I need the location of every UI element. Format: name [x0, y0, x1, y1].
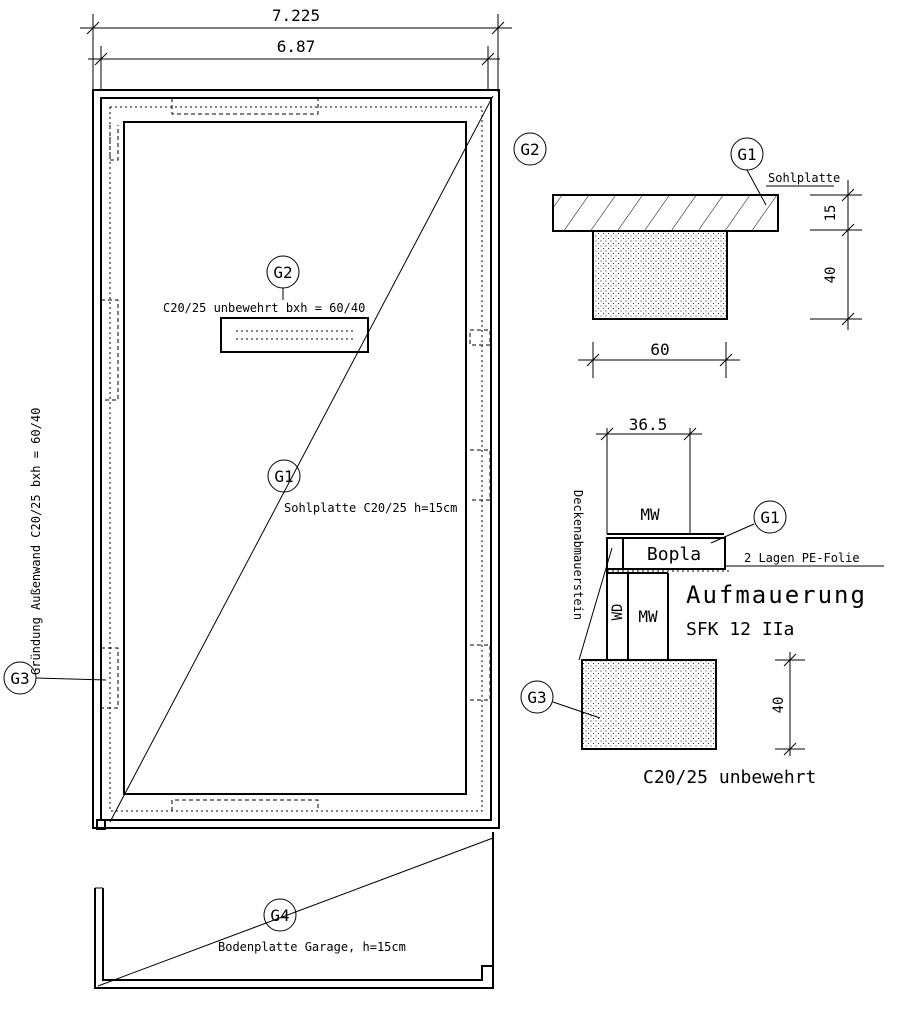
wall-thickness-dimension: 36.5 — [629, 415, 668, 434]
marker-g4: G4 — [263, 898, 297, 932]
slab-label: Sohlplatte C20/25 h=15cm — [284, 501, 457, 515]
section-g2-foundation — [592, 230, 728, 320]
foundation-height-dimension: 40 — [823, 267, 839, 284]
marker-g1-section-g3: G1 — [760, 508, 779, 527]
floor-plan — [92, 89, 500, 830]
inner-width-dimension: 6.87 — [277, 37, 316, 56]
marker-g1-section-g2: G1 — [737, 145, 756, 164]
section-g3-footing — [581, 659, 717, 750]
svg-text:G3: G3 — [10, 669, 29, 688]
bopla-label: Bopla — [647, 544, 701, 565]
svg-text:G2: G2 — [273, 263, 292, 282]
marker-g3-plan: G3 — [3, 661, 107, 695]
outer-wall-foundation-label: Gründung Außenwand C20/25 bxh = 60/40 — [29, 408, 43, 675]
plan-inner-slab-edge — [123, 121, 467, 795]
slab-thickness-dimension: 15 — [823, 205, 839, 222]
insulation-label: WD — [610, 604, 626, 621]
svg-text:G1: G1 — [274, 467, 293, 486]
pe-foil-label: 2 Lagen PE-Folie — [744, 551, 860, 565]
masonry-title: Aufmauerung — [686, 581, 867, 609]
strip-foundation-label: C20/25 unbewehrt bxh = 60/40 — [163, 301, 365, 315]
marker-g2-plan: G2 — [266, 255, 300, 300]
marker-g1-plan: G1 — [267, 459, 301, 493]
plan-outer-wall — [92, 89, 500, 829]
marker-g2-section: G2 — [513, 132, 547, 166]
top-dimension-chains: 7.225 6.87 — [80, 6, 512, 92]
masonry-spec: SFK 12 IIa — [686, 619, 794, 640]
svg-text:G4: G4 — [270, 906, 289, 925]
ceiling-stone-label: Deckenabmauerstein — [571, 490, 585, 620]
masonry-upper-label: MW — [640, 505, 660, 524]
section-g2-slab-label: Sohlplatte — [768, 171, 840, 185]
footing-height-dimension: 40 — [771, 697, 787, 714]
foundation-width-dimension: 60 — [650, 340, 669, 359]
overall-width-dimension: 7.225 — [272, 6, 320, 25]
interior-strip-foundation — [220, 317, 369, 353]
footing-spec-label: C20/25 unbewehrt — [643, 767, 816, 788]
masonry-lower-label: MW — [638, 607, 658, 626]
section-g2-slab — [552, 194, 779, 232]
garage-slab-label: Bodenplatte Garage, h=15cm — [218, 940, 406, 954]
section-g2-detail: G1 Sohlplatte 15 40 60 — [552, 137, 862, 378]
garage-slab — [94, 832, 494, 989]
svg-text:G2: G2 — [520, 140, 539, 159]
section-g3-detail: 36.5 MW Bopla Deckenabmauerstein 2 Lagen… — [520, 415, 884, 788]
marker-g3-section: G3 — [527, 688, 546, 707]
